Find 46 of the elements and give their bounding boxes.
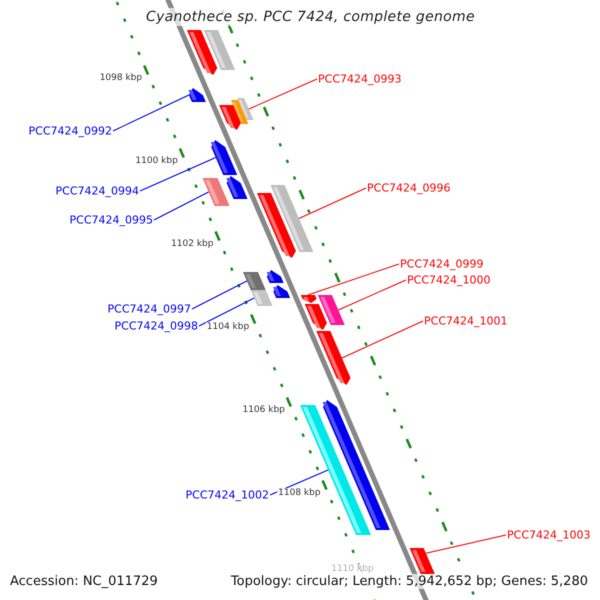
scale-label: 1110 kbp [330,564,375,574]
gene-feature [242,272,266,290]
scale-label: 1100 kbp [134,156,179,166]
gene-label: PCC7424_0994 [56,184,139,198]
gene-label: PCC7424_0997 [108,302,191,316]
gene-label: PCC7424_0999 [400,258,484,270]
gene-label: PCC7424_1000 [407,274,490,286]
gene-feature [202,178,230,206]
gene-label: PCC7424_0996 [367,182,450,194]
leader-line [140,157,216,192]
leader-line [198,298,255,326]
gene-label: PCC7424_0995 [70,214,153,226]
gene-label: PCC7424_1001 [424,314,508,328]
leader-line [341,320,424,358]
leader-line [192,280,248,310]
genome-info: Accession: NC_011729 [8,574,160,589]
gene-feature [210,140,238,175]
gene-feature [266,270,284,283]
gene-feature [250,290,273,306]
leader-line [112,94,190,132]
gene-label: PCC7424_0998 [114,320,198,332]
leader-line [425,534,506,554]
gene-label: PCC7424_0993 [318,72,402,86]
gene-label: PCC7424_0992 [28,124,112,138]
gene-feature [300,295,317,303]
gene-feature [410,548,435,574]
gene-feature [257,193,296,258]
scale-label: 1104 kbp [206,322,250,332]
genome-info: Topology: circular; Length: 5,942,652 bp; Genes: 5,280 [228,574,590,589]
scale-label: 1102 kbp [170,239,214,249]
leader-line [307,264,400,296]
scale-label: 1108 kbp [277,488,322,498]
leader-line [248,78,318,110]
gene-label: PCC7424_1002 [186,488,269,502]
gene-feature [204,30,236,70]
leader-line [270,470,329,496]
gene-feature [188,88,206,102]
gene-feature [316,331,351,385]
gene-label: PCC7424_1003 [507,528,590,542]
leader-line [298,188,366,219]
gene-feature [219,105,241,130]
gene-feature [226,176,248,199]
scale-label: 1106 kbp [241,405,286,415]
scale-label: 1098 kbp [98,73,144,83]
gene-feature [300,405,372,535]
gene-feature [273,285,290,298]
